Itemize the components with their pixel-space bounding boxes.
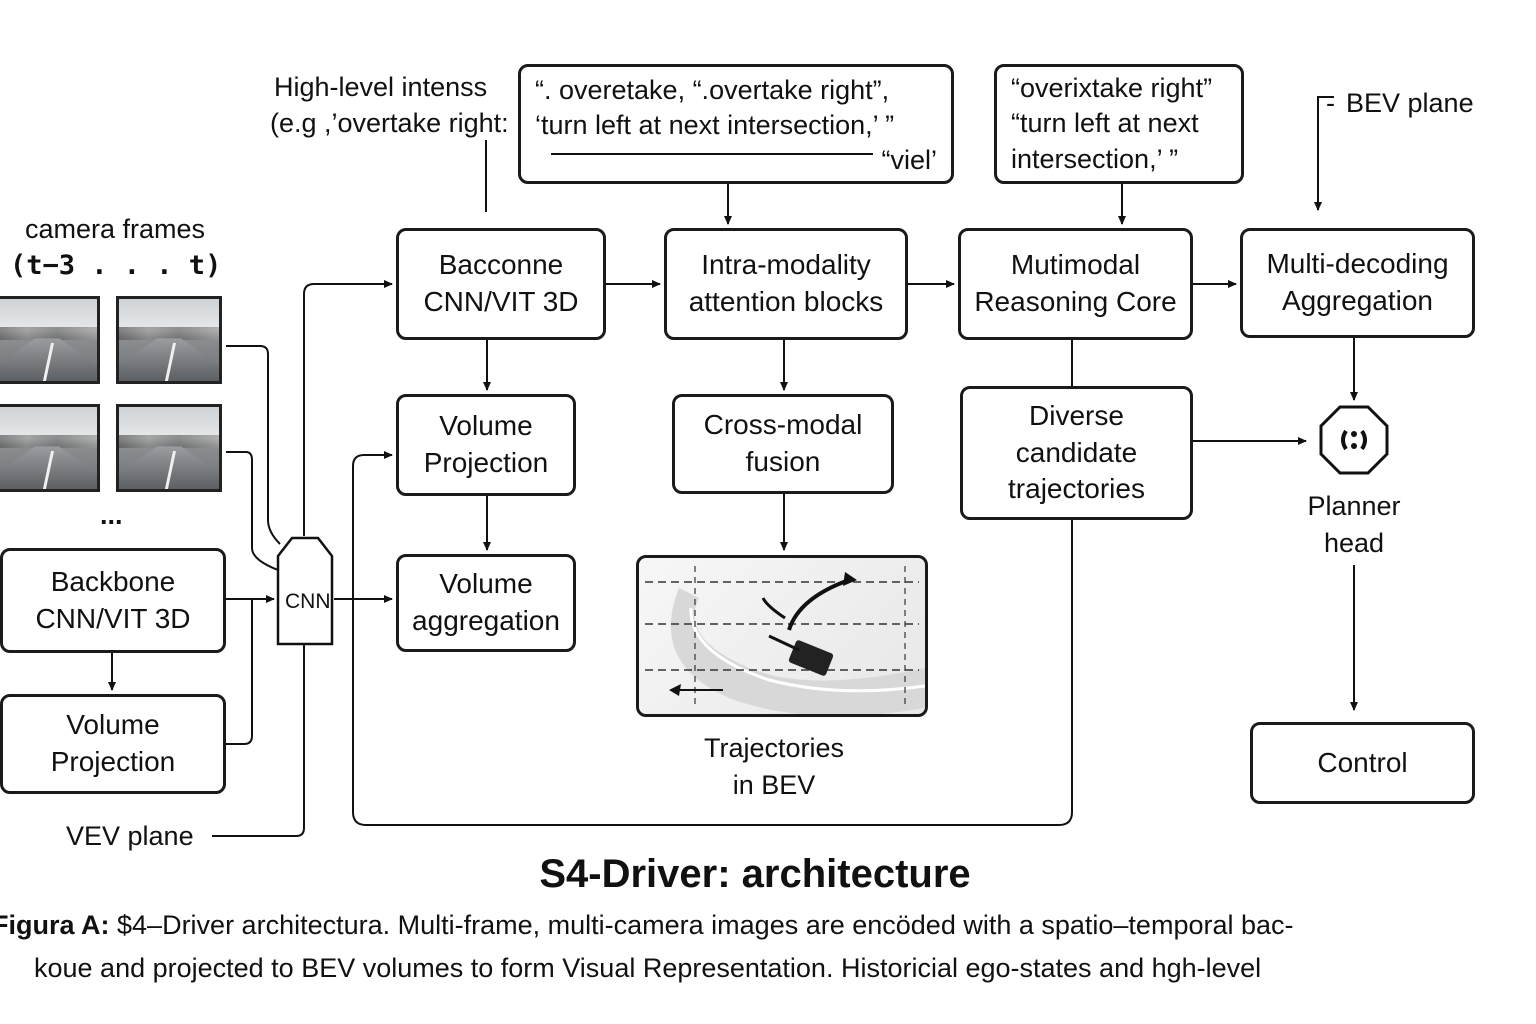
backbone-line2: CNN/VIT 3D [423,286,579,317]
aggregation-line1: Multi-decoding [1266,248,1449,280]
candidates-line1: Diverse [1029,399,1124,431]
prompt-box-1-underline [551,153,873,155]
prompt-box-1-line3: “viel’ [881,145,937,176]
left-projection-line1: Volume [66,709,160,741]
camera-frame-image [0,404,100,492]
left-backbone-box: Backbone CNN/VIT 3D [0,548,226,653]
candidates-line3: trajectories [1008,473,1145,505]
bev-plane-label: BEV plane [1346,88,1474,118]
left-backbone-line2: CNN/VIT 3D [35,602,191,634]
control-box: Control [1250,722,1475,804]
prompt-box-1-line2: ‘turn left at next intersection,’ ” [535,110,895,141]
vev-plane-label: VEV plane [66,821,194,851]
reasoning-line2: Reasoning Core [974,286,1177,317]
volume-projection-line2: Projection [423,447,549,478]
planner-line2: head [1323,527,1385,558]
figure-caption-text2: koue and projected to BEV volumes to for… [34,953,1262,983]
volume-aggregation-line2: aggregation [412,605,560,636]
camera-frames-label: camera frames [24,214,206,244]
trajectories-line1: Trajectories [703,733,845,763]
planner-head-icon [1319,405,1389,475]
figure-caption-text1: $4–Driver architectura. Multi-frame, mul… [117,910,1294,940]
trajectories-in-bev-label: Trajectories in BEV [684,730,864,803]
intent-label-line2: (e.g ,’overtake right: [270,108,509,138]
left-projection-line2: Projection [50,746,176,777]
planner-line1: Planner [1307,491,1401,521]
frames-ellipsis: ... [100,500,123,530]
aggregation-line2: Aggregation [1281,285,1433,316]
backbone-box: Bacconne CNN/VIT 3D [396,228,606,340]
control-label: Control [1317,746,1408,778]
bev-trajectory-illustration [636,555,928,717]
prompt-box-2-line3: intersection,’ ” [1011,143,1179,174]
intra-modality-box: Intra-modality attention blocks [664,228,908,340]
reasoning-line1: Mutimodal [1010,249,1141,281]
prompt-box-2-line2: “turn left at next [1011,108,1199,139]
trajectories-line2: in BEV [732,769,816,800]
volume-projection-line1: Volume [439,410,533,442]
bev-road-graphic [645,566,925,714]
prompt-box-1-line1: “. overetake, “.overtake right”, [535,75,890,105]
backbone-line1: Bacconne [438,249,564,281]
camera-frame-image [116,404,222,492]
cnn-label: CNN [285,590,331,613]
camera-frames-range: (t−3 . . . t) [10,250,222,281]
multimodal-reasoning-core-box: Mutimodal Reasoning Core [958,228,1193,340]
left-volume-projection-box: Volume Projection [0,694,226,794]
left-backbone-line1: Backbone [50,565,176,597]
prompt-box-2-line1: “overixtake right” [1011,73,1213,104]
cross-modal-fusion-box: Cross-modal fusion [672,394,894,494]
intra-line1: Intra-modality [701,249,871,281]
diagram-title: S4-Driver: architecture [539,852,971,896]
figure-caption-line1: Figura A: $4–Driver architectura. Multi-… [0,910,1528,941]
camera-frame-image [0,296,100,384]
figure-caption-label: Figura A: [0,910,110,940]
prompt-box-2: “overixtake right” “turn left at next in… [994,64,1244,184]
intra-line2: attention blocks [688,286,884,317]
cross-modal-line1: Cross-modal [703,409,863,441]
camera-frame-image [116,296,222,384]
volume-aggregation-box: Volume aggregation [396,554,576,652]
candidates-line2: candidate [1015,436,1138,468]
figure-caption-line2: koue and projected to BEV volumes to for… [34,953,1536,984]
bev-plane-marker: - [1326,88,1335,118]
multi-decoding-aggregation-box: Multi-decoding Aggregation [1240,228,1475,338]
diverse-candidates-box: Diverse candidate trajectories [960,386,1193,520]
volume-aggregation-line1: Volume [439,568,533,600]
intent-label-line1: High-level intenss [274,72,488,102]
volume-projection-box: Volume Projection [396,394,576,496]
cross-modal-line2: fusion [745,446,821,477]
planner-head-label: Planner head [1284,488,1424,561]
prompt-box-1: “. overetake, “.overtake right”, ‘turn l… [518,64,954,184]
